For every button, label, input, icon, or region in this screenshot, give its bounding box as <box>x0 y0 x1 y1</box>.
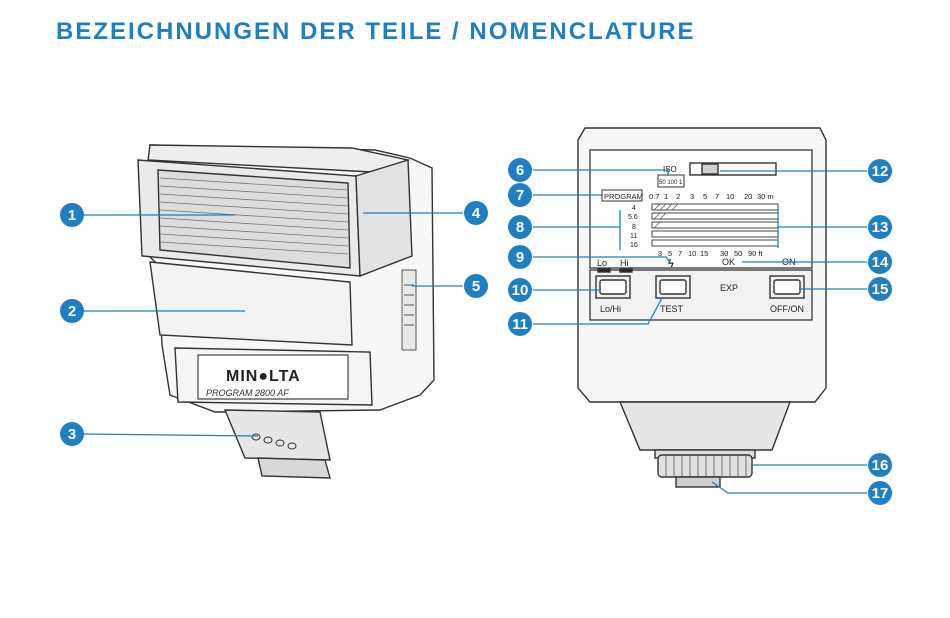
iso-values: 50 100 1 <box>659 180 683 186</box>
lohi-label: Lo/Hi <box>600 304 621 314</box>
callout-3: 3 <box>60 422 84 446</box>
callout-12: 12 <box>868 159 892 183</box>
callout-label: 2 <box>68 303 76 320</box>
meter-value: 3 <box>690 192 694 201</box>
meter-value: 20 <box>744 192 752 201</box>
iso-label: ISO <box>663 165 677 174</box>
callout-label: 7 <box>516 187 524 204</box>
ok-label: OK <box>722 257 735 267</box>
feet-value: 50 <box>734 249 742 258</box>
callout-2: 2 <box>60 299 84 323</box>
meter-value: 10 <box>726 192 734 201</box>
fresnel-window <box>157 169 351 269</box>
callout-label: 8 <box>516 219 524 236</box>
callout-7: 7 <box>508 183 532 207</box>
callout-markers: 1 2 3 4 5 6 7 8 9 10 11 12 13 14 15 16 1… <box>60 158 892 505</box>
callout-label: 4 <box>472 205 481 222</box>
lo-led <box>597 268 611 273</box>
callout-8: 8 <box>508 215 532 239</box>
callout-label: 11 <box>512 316 528 333</box>
callout-label: 14 <box>872 254 889 271</box>
offon-button <box>773 279 801 295</box>
feet-scale: 3 5 7 10 15 30 50 90 ft <box>658 249 764 258</box>
meter-scale: 0.7 1 2 3 5 7 10 20 30 m <box>649 192 774 201</box>
flash-brand: MIN●LTA <box>226 368 301 385</box>
callout-label: 16 <box>872 457 889 474</box>
callout-14: 14 <box>868 250 892 274</box>
aperture-value: 11 <box>630 233 637 240</box>
range-bars <box>651 203 779 247</box>
callout-label: 15 <box>872 281 889 298</box>
test-button <box>659 279 687 295</box>
aperture-value: 5.6 <box>628 214 638 221</box>
hot-shoe-foot <box>223 409 331 461</box>
callout-label: 10 <box>512 282 529 299</box>
feet-value: 30 <box>720 249 728 258</box>
back-foot <box>618 401 792 451</box>
program-label: PROGRAM <box>604 192 643 201</box>
front-flash-unit <box>137 144 435 479</box>
flash-ready-icon: ϟ <box>668 258 674 270</box>
callout-16: 16 <box>868 453 892 477</box>
shoe-contact <box>675 476 721 488</box>
callout-5: 5 <box>464 274 488 298</box>
back-panel-labels: ISO 50 100 1 PROGRAM 0.7 1 2 3 5 7 10 20… <box>597 165 804 314</box>
callout-label: 17 <box>872 485 889 502</box>
hi-label: Hi <box>620 258 629 268</box>
leader-lines <box>81 169 867 494</box>
callout-15: 15 <box>868 277 892 301</box>
callout-label: 1 <box>68 207 76 224</box>
lo-label: Lo <box>597 258 607 268</box>
callout-label: 13 <box>872 219 889 236</box>
callout-11: 11 <box>508 312 532 336</box>
callout-label: 3 <box>68 426 76 443</box>
meter-value: 5 <box>703 192 707 201</box>
meter-value: 0.7 <box>649 192 659 201</box>
side-grip <box>401 269 417 351</box>
meter-value: 7 <box>715 192 719 201</box>
meter-value: 1 <box>664 192 668 201</box>
aperture-value: 8 <box>632 224 636 231</box>
test-label: TEST <box>660 304 684 314</box>
callout-10: 10 <box>508 278 532 302</box>
control-strip <box>589 269 813 321</box>
callout-label: 6 <box>516 162 524 179</box>
callout-13: 13 <box>868 215 892 239</box>
flash-model: PROGRAM 2800 AF <box>206 388 289 398</box>
callout-label: 12 <box>872 163 889 180</box>
feet-value: 5 <box>668 249 672 258</box>
meter-value: 2 <box>676 192 680 201</box>
exp-label: EXP <box>720 283 738 293</box>
feet-value: 3 <box>658 249 662 258</box>
callout-label: 5 <box>472 278 480 295</box>
callout-4: 4 <box>464 201 488 225</box>
callout-label: 9 <box>516 249 524 266</box>
aperture-scale: 4 5.6 8 11 16 <box>628 205 638 249</box>
hi-led <box>619 268 633 273</box>
aperture-value: 16 <box>630 242 638 249</box>
feet-value: 15 <box>700 249 708 258</box>
aperture-value: 4 <box>632 205 636 212</box>
offon-label: OFF/ON <box>770 304 804 314</box>
iso-dial <box>701 163 719 175</box>
meter-value: 30 m <box>757 192 774 201</box>
foot-contacts <box>251 433 297 450</box>
feet-value: 7 <box>678 249 682 258</box>
lohi-button <box>599 279 627 295</box>
callout-9: 9 <box>508 245 532 269</box>
feet-value: 90 ft <box>748 249 764 258</box>
callout-6: 6 <box>508 158 532 182</box>
page-title: BEZEICHNUNGEN DER TEILE / NOMENCLATURE <box>56 18 696 45</box>
feet-value: 10 <box>688 249 696 258</box>
callout-17: 17 <box>868 481 892 505</box>
callout-1: 1 <box>60 203 84 227</box>
